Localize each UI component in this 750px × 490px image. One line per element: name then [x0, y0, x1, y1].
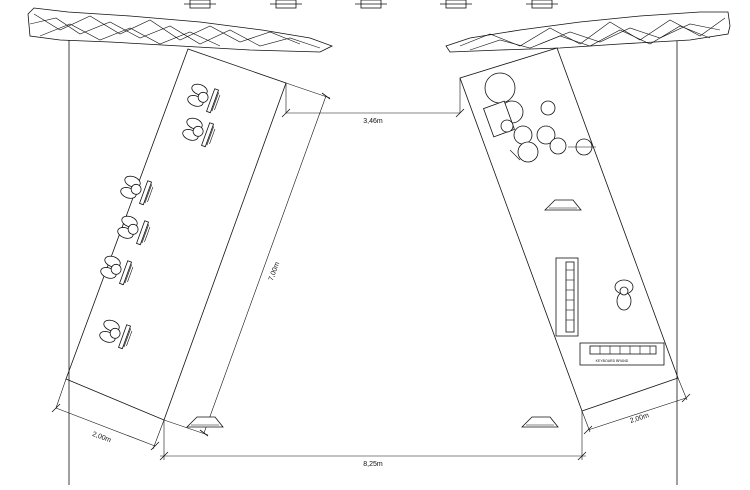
- left-width-label: 2,00m: [91, 431, 112, 444]
- seated-musician-icon: [117, 215, 151, 246]
- light-fixture-icon: [355, 0, 387, 9]
- seated-musician-icon: [187, 83, 221, 114]
- gap-dimension-label: 3,46m: [363, 118, 383, 125]
- seated-musicians-left: [99, 83, 221, 350]
- stage-width-dimension: 8,25m: [159, 411, 587, 468]
- drum-kit-icon: [483, 72, 596, 163]
- keyboard-brand-label: KEYBOARD BRAND: [596, 359, 629, 363]
- left-wing-scenery: [27, 7, 334, 53]
- keyboard-vertical-icon: [555, 257, 579, 337]
- seated-musician-icon: [99, 319, 133, 350]
- lighting-fixtures: [184, 0, 558, 9]
- light-fixture-icon: [270, 0, 302, 9]
- right-width-dimension: 2,00m: [581, 377, 691, 435]
- monitor-wedge-icon: [186, 416, 224, 428]
- light-fixture-icon: [526, 0, 558, 9]
- monitor-wedge-icon: [521, 416, 559, 428]
- right-wing-scenery: [445, 11, 731, 53]
- stage-width-label: 8,25m: [363, 461, 383, 468]
- keyboard-player-icon: [614, 279, 634, 311]
- monitor-wedge-icon: [544, 199, 582, 211]
- riser-length-label: 7,00m: [268, 261, 281, 282]
- gap-dimension: 3,46m: [281, 78, 465, 125]
- seated-musician-icon: [120, 175, 154, 206]
- right-width-label: 2,00m: [629, 412, 650, 425]
- seated-musician-icon: [182, 117, 216, 148]
- light-fixture-icon: [184, 0, 216, 9]
- light-fixture-icon: [440, 0, 472, 9]
- seated-musician-icon: [100, 255, 134, 286]
- left-riser-outline: [65, 48, 287, 421]
- keyboard-horizontal-icon: KEYBOARD BRAND: [579, 342, 665, 366]
